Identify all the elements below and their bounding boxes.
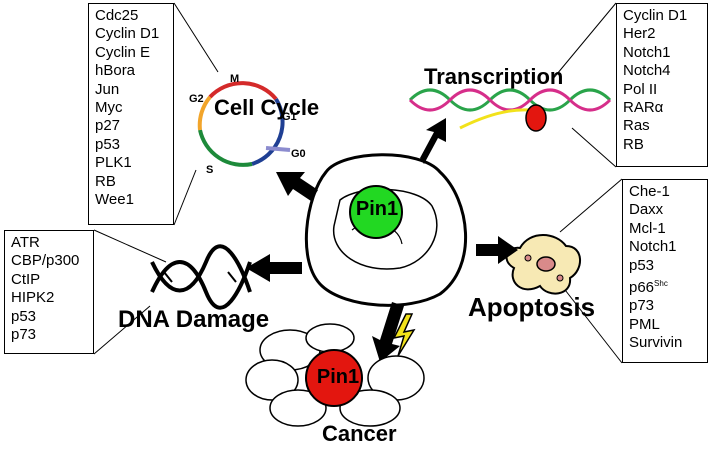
phase-g2-arc bbox=[197, 95, 212, 131]
central-cell bbox=[304, 153, 468, 307]
list-item: Daxx bbox=[629, 201, 664, 219]
list-item: Ras bbox=[623, 117, 650, 135]
list-item: p73 bbox=[11, 326, 37, 344]
list-item: Cyclin D1 bbox=[95, 25, 160, 43]
cell-cycle-ring bbox=[197, 81, 291, 167]
apoptosis-targets-box: Che-1 Daxx Mcl-1 Notch1 p53 p66Shc p73 P… bbox=[622, 179, 708, 363]
arrow-to-cell-cycle bbox=[276, 172, 318, 201]
list-item: Survivin bbox=[629, 334, 683, 352]
list-item: Notch1 bbox=[629, 238, 677, 256]
list-item: PML bbox=[629, 315, 660, 333]
callout-line-dna-bottom bbox=[93, 305, 151, 355]
list-item: p73 bbox=[629, 297, 655, 315]
arrow-to-apoptosis bbox=[476, 236, 518, 264]
dna-damage-title: DNA Damage bbox=[118, 306, 270, 333]
callout-line-transcription-top bbox=[551, 2, 617, 81]
list-item: Wee1 bbox=[95, 191, 134, 209]
callout-line-cellcycle-bottom bbox=[173, 169, 197, 226]
list-item: p27 bbox=[95, 117, 121, 135]
list-item: p53 bbox=[629, 256, 655, 274]
list-item: RB bbox=[623, 135, 644, 153]
pin1-center-node bbox=[349, 185, 403, 239]
list-item: RARα bbox=[623, 99, 664, 117]
callout-line-transcription-bottom bbox=[571, 127, 617, 168]
phase-s-label: S bbox=[206, 164, 214, 176]
list-item: p53 bbox=[95, 135, 121, 153]
phase-g0-label: G0 bbox=[291, 148, 306, 160]
cancer-title: Cancer bbox=[322, 421, 397, 446]
dna-damage-target-list: ATR CBP/p300 CtIP HIPK2 p53 p73 bbox=[11, 234, 87, 344]
pin1-center-label: Pin1 bbox=[355, 198, 399, 220]
callout-line-apoptosis-bottom bbox=[561, 285, 623, 364]
arrow-to-cancer bbox=[372, 302, 404, 362]
dna-damage-targets-box: ATR CBP/p300 CtIP HIPK2 p53 p73 bbox=[4, 230, 94, 354]
callout-line-cellcycle-top bbox=[173, 2, 219, 73]
p66-text: p66 bbox=[629, 279, 655, 297]
list-item: RB bbox=[95, 172, 116, 190]
cell-cycle-target-list: Cdc25 Cyclin D1 Cyclin E hBora Jun Myc p… bbox=[95, 7, 167, 209]
shc-superscript: Shc bbox=[654, 279, 668, 289]
lightning-icon bbox=[392, 313, 416, 357]
list-item: hBora bbox=[95, 62, 136, 80]
phase-g1-label: G1 bbox=[282, 111, 297, 123]
pathway-arrows bbox=[246, 118, 518, 362]
pin1-cancer-node bbox=[305, 349, 363, 407]
phase-g1-arc bbox=[251, 97, 285, 166]
list-item: Her2 bbox=[623, 25, 656, 43]
arrow-to-transcription bbox=[420, 118, 446, 164]
list-item: Notch4 bbox=[623, 62, 671, 80]
list-item: Myc bbox=[95, 99, 123, 117]
list-item: Che-1 bbox=[629, 183, 670, 200]
callout-lines bbox=[93, 2, 623, 364]
list-item: Pol II bbox=[623, 80, 658, 98]
apoptosis-target-list: Che-1 Daxx Mcl-1 Notch1 p53 p66Shc p73 P… bbox=[629, 183, 701, 353]
list-item: CtIP bbox=[11, 270, 41, 288]
list-item: Cdc25 bbox=[95, 7, 139, 24]
dna-damage-icon bbox=[150, 244, 252, 310]
phase-g2-label: G2 bbox=[189, 93, 204, 105]
phase-m-arc bbox=[208, 81, 278, 101]
phase-g0-branch bbox=[265, 146, 291, 152]
list-item: CBP/p300 bbox=[11, 252, 80, 270]
phase-m-label: M bbox=[230, 73, 240, 85]
list-item: Cyclin D1 bbox=[623, 7, 688, 24]
pin1-cancer-label: Pin1 bbox=[316, 366, 360, 388]
phase-s-arc bbox=[198, 129, 253, 167]
transcription-target-list: Cyclin D1 Her2 Notch1 Notch4 Pol II RARα… bbox=[623, 7, 701, 154]
list-item: Mcl-1 bbox=[629, 219, 666, 237]
transcription-targets-box: Cyclin D1 Her2 Notch1 Notch4 Pol II RARα… bbox=[616, 3, 708, 167]
callout-line-apoptosis-top bbox=[559, 178, 623, 233]
list-item: PLK1 bbox=[95, 154, 132, 172]
list-item: p53 bbox=[11, 307, 37, 325]
arrow-to-dna-damage bbox=[246, 254, 302, 282]
cancer-cell-cluster bbox=[245, 323, 425, 427]
list-item: p66Shc bbox=[629, 275, 701, 297]
apoptosis-cell-icon bbox=[505, 234, 581, 295]
transcription-title: Transcription bbox=[424, 64, 564, 89]
callout-line-dna-top bbox=[93, 229, 167, 263]
list-item: Cyclin E bbox=[95, 43, 151, 61]
cell-cycle-title: Cell Cycle bbox=[214, 95, 320, 120]
transcription-dna-icon bbox=[408, 88, 612, 132]
list-item: HIPK2 bbox=[11, 289, 55, 307]
list-item: Jun bbox=[95, 80, 120, 98]
apoptosis-title: Apoptosis bbox=[468, 292, 596, 322]
cell-cycle-targets-box: Cdc25 Cyclin D1 Cyclin E hBora Jun Myc p… bbox=[88, 3, 174, 225]
list-item: ATR bbox=[11, 234, 40, 251]
list-item: Notch1 bbox=[623, 43, 671, 61]
